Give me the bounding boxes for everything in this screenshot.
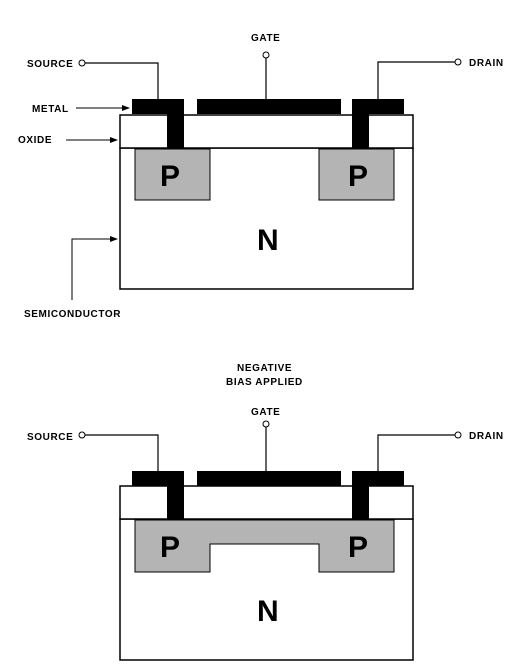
bottom-p-left-text: P [160,531,180,564]
top-source-terminal [78,59,86,67]
bottom-metal-drain [352,471,404,486]
bottom-drain-lead [377,434,455,471]
top-gate-terminal [262,51,270,59]
top-semiconductor-label: SEMICONDUCTOR [24,309,121,320]
top-oxide-label: OXIDE [18,135,52,146]
bottom-source-lead [85,434,159,471]
bottom-gate-terminal [262,420,270,428]
bottom-metal-gate [197,471,341,486]
top-metal-drain [352,99,404,114]
bottom-diagram: NEGATIVE BIAS APPLIED GATE SOURCE DRAIN … [27,363,504,661]
top-p-right-text: P [348,160,368,193]
bottom-drain-label: DRAIN [469,431,504,442]
bottom-gate-label: GATE [251,407,280,418]
top-drain-terminal [454,58,462,66]
bottom-source-via [167,486,184,520]
top-oxide-layer [119,114,414,149]
bottom-n-text: N [257,595,279,628]
bottom-drain-terminal [454,431,462,439]
bottom-drain-via [352,486,369,520]
top-gate-label: GATE [251,33,280,44]
bottom-caption-line2: BIAS APPLIED [226,377,303,388]
top-p-region-left [134,148,211,201]
top-metal-label: METAL [32,104,69,115]
bottom-metal-source [132,471,184,486]
bottom-source-terminal [78,431,86,439]
top-diagram: GATE SOURCE DRAIN METAL OXIDE SEMICONDUC… [18,33,504,320]
top-drain-label: DRAIN [469,58,504,69]
top-source-via [167,114,184,149]
top-source-label: SOURCE [27,59,73,70]
bottom-p-channel-region [134,519,395,573]
top-metal-source [132,99,184,114]
top-metal-gate [197,99,341,114]
bottom-p-right-text: P [348,531,368,564]
top-semiconductor-arrow [71,236,118,300]
bottom-caption-line1: NEGATIVE [237,363,292,374]
top-p-left-text: P [160,160,180,193]
top-source-lead [85,62,159,99]
bottom-source-label: SOURCE [27,432,73,443]
top-drain-via [352,114,369,149]
top-n-text: N [257,224,279,257]
bottom-oxide-layer [119,485,414,520]
top-drain-lead [377,61,455,99]
